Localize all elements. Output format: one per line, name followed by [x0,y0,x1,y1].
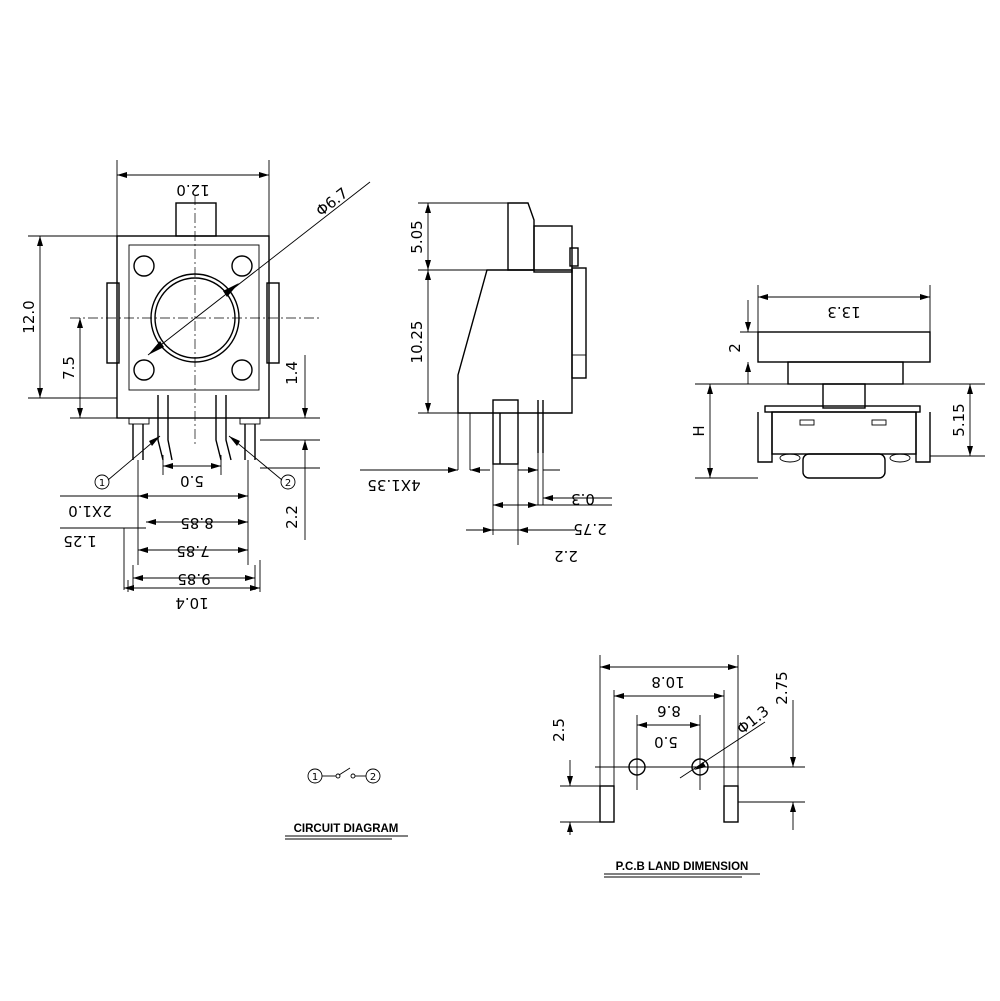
circuit-diagram: 1 2 CIRCUIT DIAGRAM [285,767,408,840]
corner-post-br [231,359,253,381]
button-diameter-label: Φ6.7 [312,184,351,220]
pcb-hole-spacing-label: 5.0 [654,733,678,751]
height-var-label: H [690,425,708,436]
left-side-tab [106,282,120,364]
center-height-label: 7.5 [60,356,78,380]
pcb-hole-diameter-label: Φ1.3 [733,702,772,738]
top-view-cap [757,331,931,363]
right-side-tab [266,282,280,364]
pin-count-label: 4X1.35 [367,476,420,494]
pcb-pad-left [599,785,615,823]
corner-post-bl [133,359,155,381]
top-width-label-right: 13.3 [827,303,860,321]
stem-height-label: 5.05 [408,220,426,253]
side-pin-block [492,399,519,465]
switch-top-plate [128,244,260,391]
terminal-2-label: 2 [285,478,291,489]
left-height-label: 12.0 [20,300,38,333]
dim-2-75-label: 2.75 [573,520,606,538]
terminal-1-label: 1 [99,478,105,489]
circuit-diagram-title: CIRCUIT DIAGRAM [294,823,399,835]
pin-spacing-label: 5.0 [180,472,204,490]
corner-post-tl [133,255,155,277]
body-height-label: 10.25 [408,321,426,364]
cap-height-label: 2 [726,343,744,353]
pcb-land-title: P.C.B LAND DIMENSION [616,861,749,873]
pin-span-c-label: 9.85 [177,570,210,588]
switch-contact [338,767,351,776]
dim-0-3-label: 0.3 [571,490,595,508]
top-width-label: 12.0 [176,181,209,199]
side-view: 5.05 10.25 4X1.35 0.3 2.75 2.2 [360,202,612,565]
side-body [457,269,573,414]
right-height-label: 5.15 [950,403,968,436]
circuit-node-2-label: 2 [370,772,376,783]
circuit-node-1-label: 1 [312,772,318,783]
pin-span-b-label: 7.85 [176,542,209,560]
top-view: 13.3 2 H 5.15 [690,285,985,479]
overall-width-label: 10.4 [175,594,208,612]
pcb-right-height-label: 2.75 [773,671,791,704]
pcb-mid-width-label: 8.6 [657,702,681,720]
pin-length-label: 2.2 [283,505,301,529]
top-view-body [771,411,917,455]
pcb-outer-width-label: 10.8 [651,673,684,691]
corner-post-tr [231,255,253,277]
dim-2-2-label: 2.2 [554,547,578,565]
actuator-stem [175,202,217,237]
pin-span-a-label: 8.85 [180,514,213,532]
pcb-pad-right [723,785,739,823]
circuit-node-2 [365,768,381,784]
pin-width-label: 2X1.0 [68,502,112,520]
front-view: Φ6.7 12.0 12.0 7.5 1.4 2.2 [20,160,371,612]
pin-offset-label: 1.4 [283,361,301,385]
terminal-1-marker [94,474,110,490]
terminal-2-marker [280,474,296,490]
pcb-left-height-label: 2.5 [550,718,568,742]
pcb-land-dimension: 10.8 8.6 5.0 Φ1.3 2.5 2. [550,655,805,878]
switch-body [116,235,270,419]
pin-inset-label: 1.25 [63,532,96,550]
side-stem [507,202,535,271]
